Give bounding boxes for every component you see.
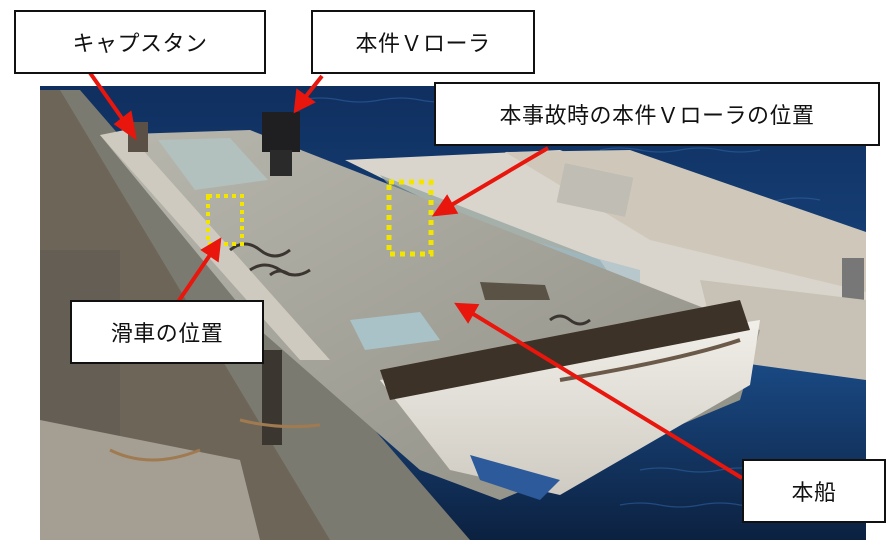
capstan-arrow [86,68,128,126]
label-v-roller: 本件Ｖローラ [311,10,535,74]
label-v-roller-position: 本事故時の本件Ｖローラの位置 [434,82,880,146]
v-roller-unit [262,112,300,152]
bow-rail [380,300,750,400]
annotation-arrows [86,68,744,480]
label-capstan: キャプスタン [14,10,266,74]
pier-walkway [40,420,260,540]
vessel-hull [380,320,760,495]
deck-hatch [158,138,268,190]
vessel-arrow [468,310,744,480]
v-roller-position-arrow [446,146,550,209]
pulley-highlight-box [206,194,244,246]
deck-ropes [229,242,591,326]
label-pulley-position: 滑車の位置 [70,300,264,364]
mooring-post [262,350,282,445]
label-vessel: 本船 [742,459,886,523]
pulley-arrow [176,250,214,304]
v-roller-position-highlight-box [386,179,434,257]
